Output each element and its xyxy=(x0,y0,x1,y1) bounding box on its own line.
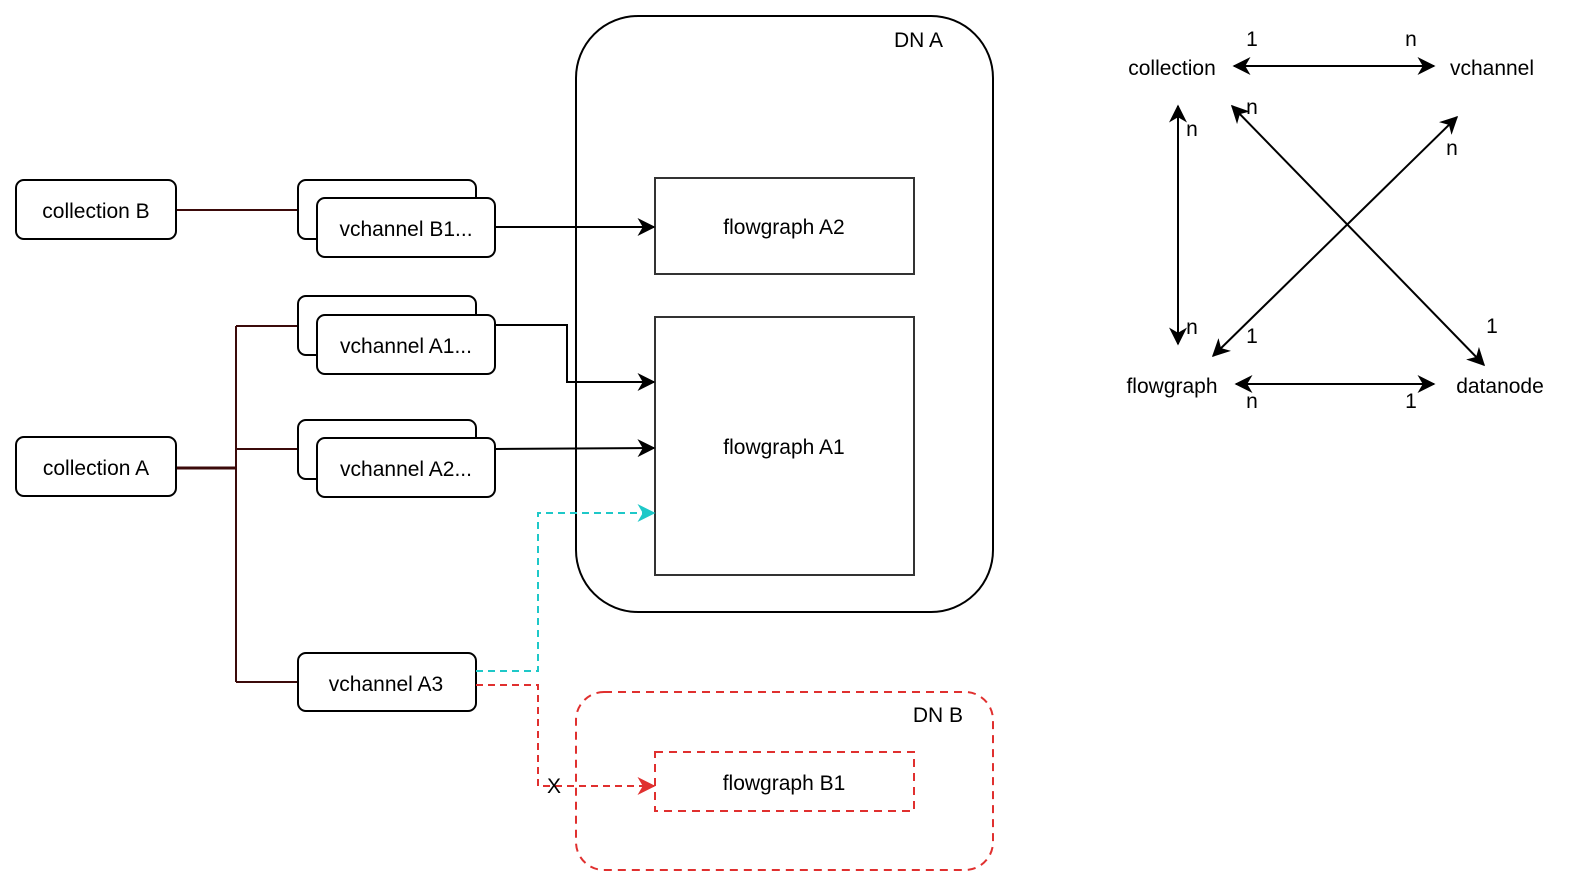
rel-card-collection-vchannel-b: n xyxy=(1405,28,1417,51)
edge-vchannel-a3-flowgraph-b1 xyxy=(476,684,656,795)
edge-vchannel-a3-flowgraph-a1 xyxy=(476,504,656,672)
collection-a-connector xyxy=(176,325,298,683)
rel-card-vchannel-flowgraph-b: 1 xyxy=(1246,325,1258,348)
rel-card-flowgraph-datanode-b: 1 xyxy=(1405,390,1417,413)
rel-edge-collection-datanode xyxy=(1230,104,1486,367)
rel-node-collection: collection xyxy=(1128,57,1216,80)
vchannel-a1-label: vchannel A1... xyxy=(340,335,472,358)
collection-a[interactable]: collection A xyxy=(15,436,177,497)
flowgraph-a1-label: flowgraph A1 xyxy=(723,436,844,459)
datanode-a-label: DN A xyxy=(894,29,943,52)
rel-card-collection-datanode-b: 1 xyxy=(1486,315,1498,338)
flowgraph-a1[interactable]: flowgraph A1 xyxy=(654,316,915,576)
vchannel-a1[interactable]: vchannel A1... xyxy=(297,295,496,375)
rel-node-datanode: datanode xyxy=(1456,375,1544,398)
rel-card-collection-vchannel-a: 1 xyxy=(1246,28,1258,51)
rel-card-collection-flowgraph-b: n xyxy=(1186,316,1198,339)
vchannel-b1[interactable]: vchannel B1... xyxy=(297,179,496,258)
vchannel-a3[interactable]: vchannel A3 xyxy=(297,652,477,712)
datanode-b-label: DN B xyxy=(913,704,963,727)
flowgraph-a2-label: flowgraph A2 xyxy=(723,216,844,239)
rel-card-collection-flowgraph-a: n xyxy=(1186,118,1198,141)
relations-legend: collection vchannel flowgraph datanode 1… xyxy=(1126,28,1543,413)
rel-node-vchannel: vchannel xyxy=(1450,57,1534,80)
vchannel-a3-label: vchannel A3 xyxy=(329,673,443,696)
edge-vchannel-a1-flowgraph-a1 xyxy=(495,324,656,391)
vchannel-a2-label: vchannel A2... xyxy=(340,458,472,481)
flowgraph-b1[interactable]: flowgraph B1 xyxy=(654,751,915,812)
vchannel-a2[interactable]: vchannel A2... xyxy=(297,419,496,498)
edge-vchannel-a2-flowgraph-a1 xyxy=(494,439,656,458)
rel-card-flowgraph-datanode-a: n xyxy=(1246,390,1258,413)
datanode-b[interactable]: DN B xyxy=(575,691,994,871)
vchannel-b1-label: vchannel B1... xyxy=(339,218,472,241)
rel-edge-vchannel-flowgraph xyxy=(1211,115,1459,358)
collection-a-label: collection A xyxy=(43,457,149,480)
flowgraph-b1-label: flowgraph B1 xyxy=(723,772,846,795)
rel-node-flowgraph: flowgraph xyxy=(1126,375,1217,398)
rel-card-collection-datanode-a: n xyxy=(1246,96,1258,119)
collection-b-label: collection B xyxy=(42,200,149,223)
blocked-marker: X xyxy=(547,775,561,798)
datanode-a[interactable]: DN A xyxy=(575,15,994,613)
rel-card-vchannel-flowgraph-a: n xyxy=(1446,137,1458,160)
flowgraph-a2[interactable]: flowgraph A2 xyxy=(654,177,915,275)
collection-b[interactable]: collection B xyxy=(15,179,177,240)
